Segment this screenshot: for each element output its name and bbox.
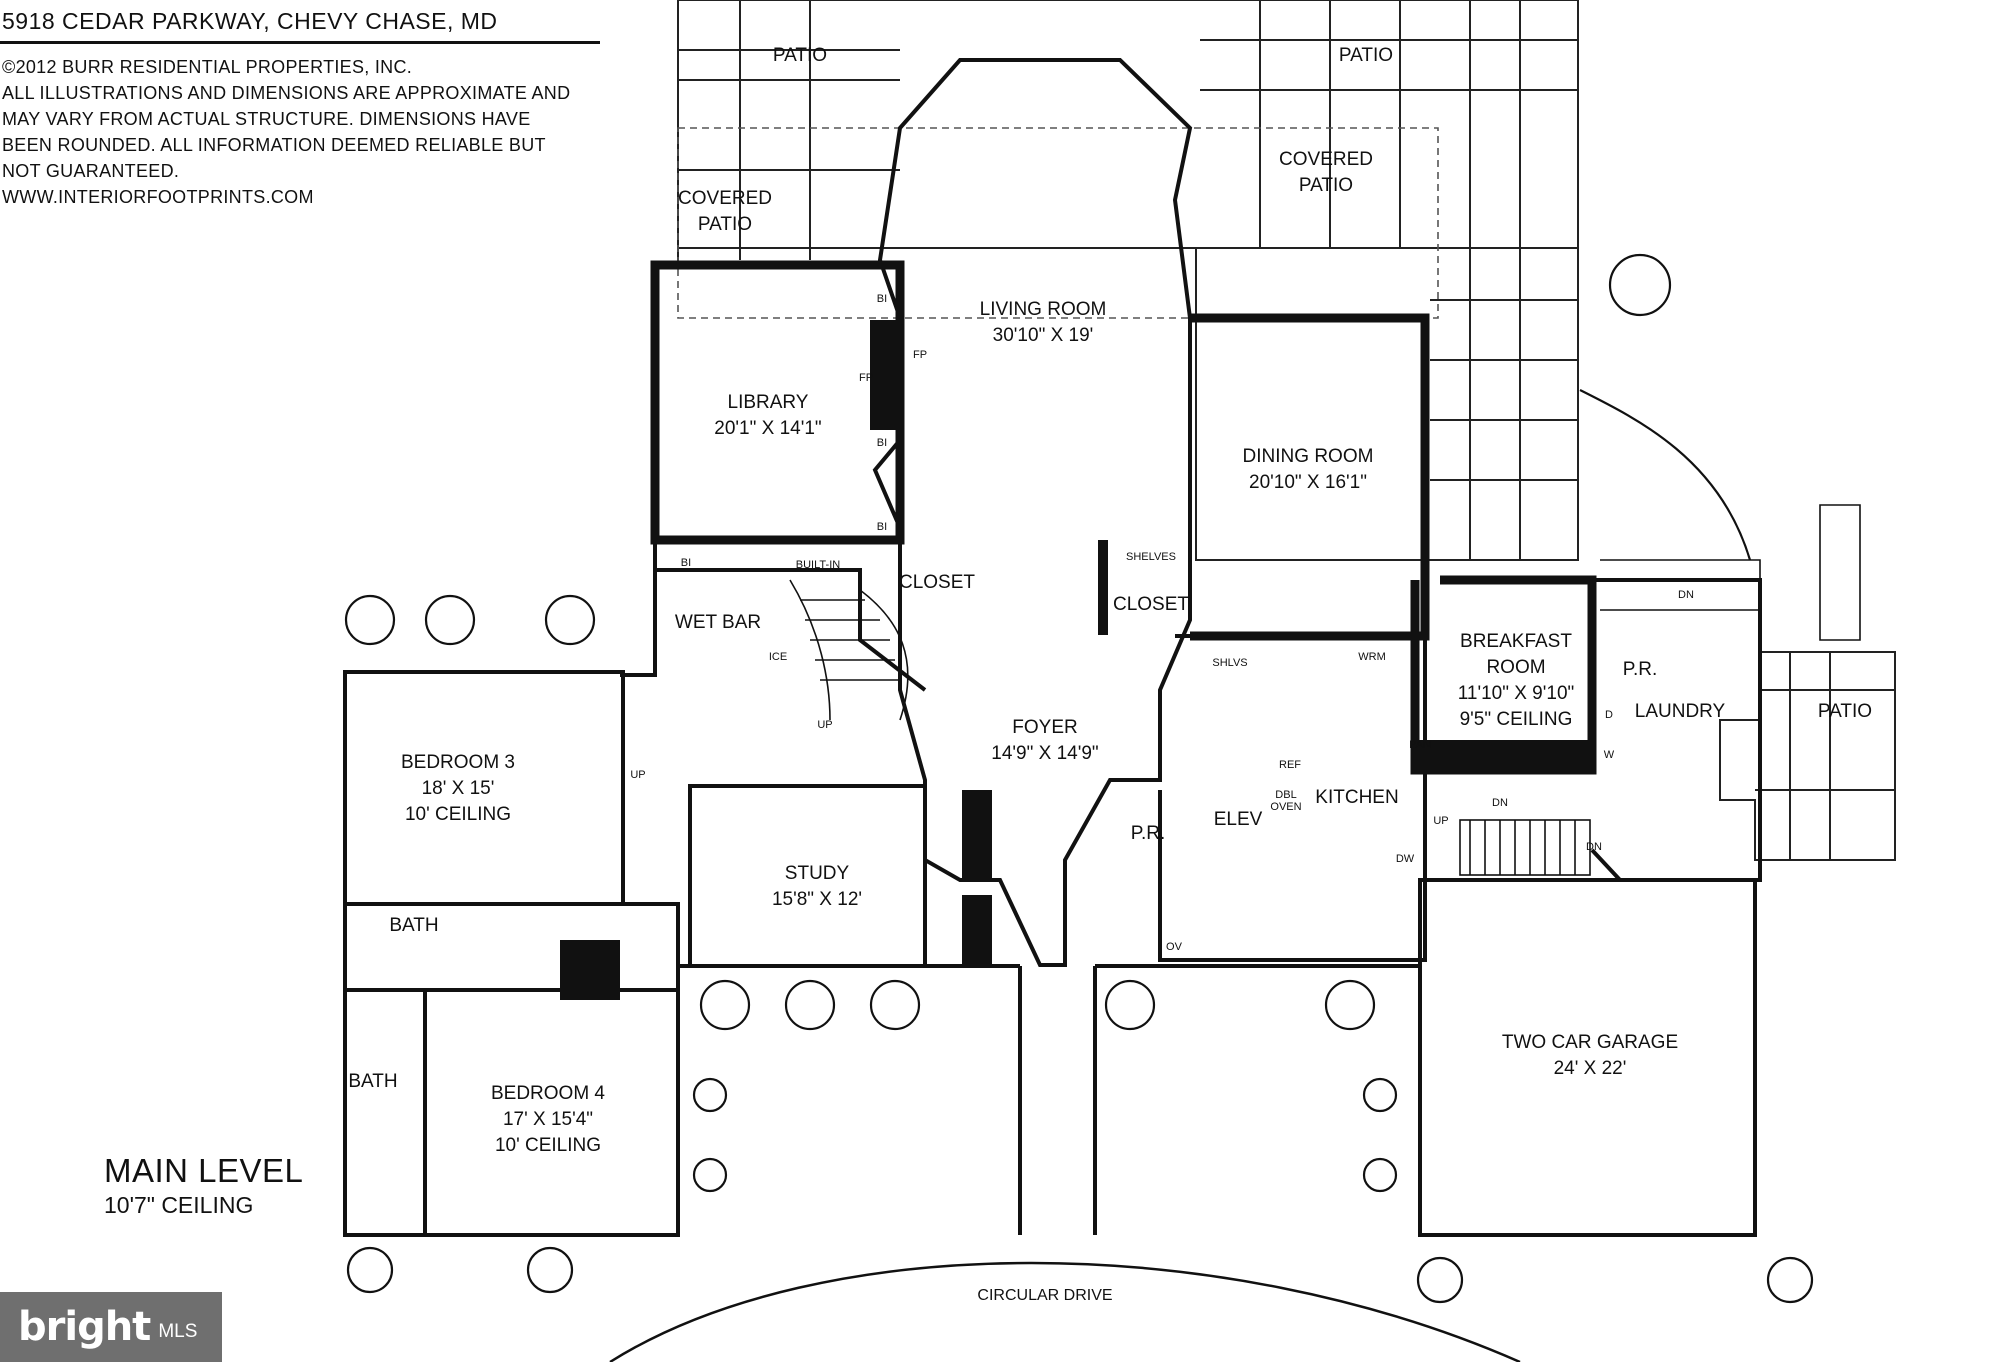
bi-label: BI xyxy=(681,557,691,569)
disclaimer-line: BEEN ROUNDED. ALL INFORMATION DEEMED REL… xyxy=(2,135,546,155)
up-label: UP xyxy=(817,719,832,731)
disclaimer-line: ALL ILLUSTRATIONS AND DIMENSIONS ARE APP… xyxy=(2,83,571,103)
washer-label: W xyxy=(1604,749,1615,761)
breakfast-room-dims: 11'10" X 9'10" xyxy=(1458,683,1575,704)
foyer-dims: 14'9" X 14'9" xyxy=(991,743,1098,764)
level-ceiling: 10'7" CEILING xyxy=(104,1192,254,1218)
up-label: UP xyxy=(1433,815,1448,827)
kitchen-name: KITCHEN xyxy=(1315,787,1398,808)
built-in-label: BUILT-IN xyxy=(796,559,840,571)
ref-label: REF xyxy=(1279,759,1301,771)
side-patio xyxy=(1600,504,1896,861)
library-dims: 20'1" X 14'1" xyxy=(714,418,821,439)
dryer-label: D xyxy=(1605,709,1613,721)
label-covered-left: COVERED xyxy=(678,188,772,209)
breakfast-room-name: BREAKFAST xyxy=(1460,631,1572,652)
study-name: STUDY xyxy=(785,863,850,884)
closet-right-label: CLOSET xyxy=(1113,594,1189,615)
property-address: 5918 CEDAR PARKWAY, CHEVY CHASE, MD xyxy=(0,0,600,44)
garage-name: TWO CAR GARAGE xyxy=(1502,1032,1678,1053)
laundry-name: LAUNDRY xyxy=(1635,701,1726,722)
fireplace-blocks xyxy=(560,320,1595,1000)
rear-staircase xyxy=(1459,819,1591,876)
up-label: UP xyxy=(630,769,645,781)
mls-logo-text: MLS xyxy=(158,1321,198,1342)
foyer-name: FOYER xyxy=(1012,717,1077,738)
closet-left-label: CLOSET xyxy=(899,572,975,593)
bright-logo-text: bright xyxy=(18,1304,151,1350)
level-title: MAIN LEVEL xyxy=(104,1152,304,1189)
circular-drive-label: CIRCULAR DRIVE xyxy=(977,1287,1112,1304)
pr-laundry-label: P.R. xyxy=(1623,659,1658,680)
bedroom3-ceiling: 10' CEILING xyxy=(405,804,511,825)
disclaimer-line: NOT GUARANTEED. xyxy=(2,161,180,181)
bedroom4-name: BEDROOM 4 xyxy=(491,1083,605,1104)
elev-label: ELEV xyxy=(1214,809,1263,830)
library-name: LIBRARY xyxy=(728,392,809,413)
website-link[interactable]: WWW.INTERIORFOOTPRINTS.COM xyxy=(2,187,314,207)
dbl-label: DBL xyxy=(1275,789,1296,801)
bi-label: BI xyxy=(877,293,887,305)
breakfast-room-ceiling: 9'5" CEILING xyxy=(1460,709,1573,730)
rear-patio xyxy=(677,0,1579,561)
label-patio-left: PATIO xyxy=(773,45,827,66)
shlvs-label: SHLVS xyxy=(1212,657,1247,669)
dw-label: DW xyxy=(1396,853,1415,865)
bedroom3-dims: 18' X 15' xyxy=(422,778,495,799)
circular-drive xyxy=(609,1261,1521,1362)
level-label: MAIN LEVEL 10'7" CEILING xyxy=(104,1152,303,1219)
bedroom4-ceiling: 10' CEILING xyxy=(495,1135,601,1156)
dining-room-dims: 20'10" X 16'1" xyxy=(1249,472,1367,493)
bath-lower-label: BATH xyxy=(348,1071,397,1092)
dn-label: DN xyxy=(1586,841,1602,853)
fp-label: FP xyxy=(859,372,873,384)
pan-label: PAN xyxy=(1409,739,1431,751)
patio-side-label: PATIO xyxy=(1818,701,1872,722)
wrm-label: WRM xyxy=(1358,651,1386,663)
study-dims: 15'8" X 12' xyxy=(772,889,862,910)
living-room-dims: 30'10" X 19' xyxy=(993,325,1094,346)
label-covered-right: COVERED xyxy=(1279,149,1373,170)
garage-dims: 24' X 22' xyxy=(1554,1058,1627,1079)
dn-label: DN xyxy=(1492,797,1508,809)
bedroom3-name: BEDROOM 3 xyxy=(401,752,515,773)
wet-bar-label: WET BAR xyxy=(675,612,761,633)
bath-upper-label: BATH xyxy=(389,915,438,936)
landscape-trees xyxy=(344,253,1814,1304)
label-patio-covered-left: PATIO xyxy=(698,214,752,235)
main-staircase xyxy=(789,579,909,721)
disclaimer-line: MAY VARY FROM ACTUAL STRUCTURE. DIMENSIO… xyxy=(2,109,531,129)
fp-label: FP xyxy=(913,349,927,361)
plan-header: 5918 CEDAR PARKWAY, CHEVY CHASE, MD ©201… xyxy=(0,0,640,210)
bi-label: BI xyxy=(877,521,887,533)
house-walls xyxy=(343,58,1762,1237)
label-patio-right: PATIO xyxy=(1339,45,1393,66)
dn-label: DN xyxy=(1678,589,1694,601)
pr-foyer-label: P.R. xyxy=(1131,823,1166,844)
living-room-name: LIVING ROOM xyxy=(980,299,1107,320)
bright-mls-badge: bright MLS xyxy=(0,1292,222,1362)
copyright-notice: ©2012 BURR RESIDENTIAL PROPERTIES, INC. xyxy=(2,57,413,77)
shelves-label: SHELVES xyxy=(1126,551,1176,563)
dining-room-name: DINING ROOM xyxy=(1243,446,1374,467)
bi-label: BI xyxy=(877,437,887,449)
oven-label: OVEN xyxy=(1270,801,1301,813)
breakfast-room-name2: ROOM xyxy=(1486,657,1545,678)
label-patio-covered-right: PATIO xyxy=(1299,175,1353,196)
ov-label: OV xyxy=(1166,941,1183,953)
ice-label: ICE xyxy=(769,651,787,663)
bedroom4-dims: 17' X 15'4" xyxy=(503,1109,593,1130)
